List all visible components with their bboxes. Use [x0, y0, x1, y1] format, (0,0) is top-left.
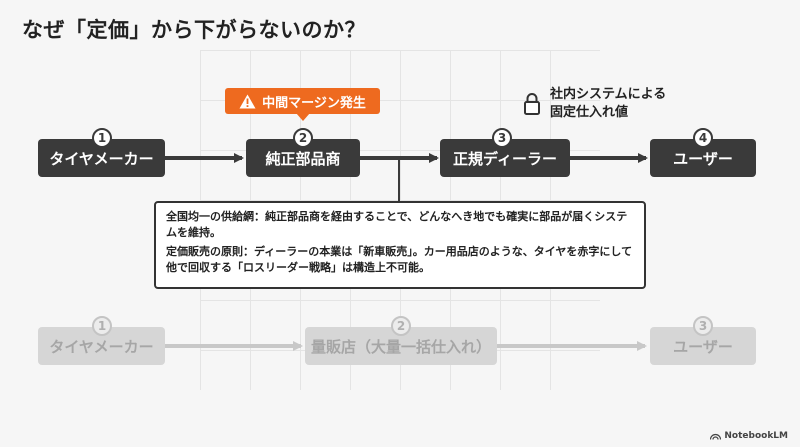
step-badge: 1 [92, 316, 112, 336]
margin-callout-pointer [296, 113, 310, 121]
flow-node-label: 正規ディーラー [453, 149, 557, 168]
step-badge: 2 [293, 128, 313, 148]
lock-icon [524, 93, 540, 115]
margin-callout-label: 中間マージン発生 [262, 95, 366, 111]
notebooklm-logo-icon [710, 433, 722, 440]
watermark-text: NotebookLM [724, 431, 788, 441]
flow-node-label: ユーザー [673, 337, 733, 356]
flow-node-label: 純正部品商 [265, 149, 341, 168]
fixed-price-note-line2: 固定仕入れ値 [550, 105, 629, 120]
explanation-list-price: 定価販売の原則：ディーラーの本業は「新車販売」。カー用品店のような、タイヤを赤字… [166, 245, 633, 274]
step-badge: 4 [693, 128, 713, 148]
step-badge: 1 [92, 128, 112, 148]
explanation-box: 全国均一の供給網：純正部品商を経由することで、どんなへき地でも確実に部品が届くシ… [154, 201, 646, 289]
watermark: NotebookLM [710, 431, 788, 441]
step-badge: 2 [391, 316, 411, 336]
flow-node-tire-maker-alt: タイヤメーカー [38, 327, 165, 365]
flow-node-label: タイヤメーカー [49, 149, 154, 168]
fixed-price-note: 社内システムによる 固定仕入れ値 [550, 86, 666, 122]
flow-node-authorized-dealer: 正規ディーラー [440, 139, 570, 177]
margin-callout: 中間マージン発生 [225, 88, 380, 114]
flow-node-label: ユーザー [673, 149, 733, 168]
fixed-price-note-line1: 社内システムによる [550, 87, 667, 102]
page-title: なぜ「定価」から下がらないのか？ [22, 18, 366, 42]
flow-node-label: 量販店（大量一括仕入れ） [310, 337, 491, 356]
flow-node-label: タイヤメーカー [49, 337, 154, 356]
step-badge: 3 [693, 316, 713, 336]
explanation-supply-network: 全国均一の供給網：純正部品商を経由することで、どんなへき地でも確実に部品が届くシ… [166, 210, 628, 239]
warning-icon [239, 94, 256, 108]
step-badge: 3 [492, 128, 512, 148]
